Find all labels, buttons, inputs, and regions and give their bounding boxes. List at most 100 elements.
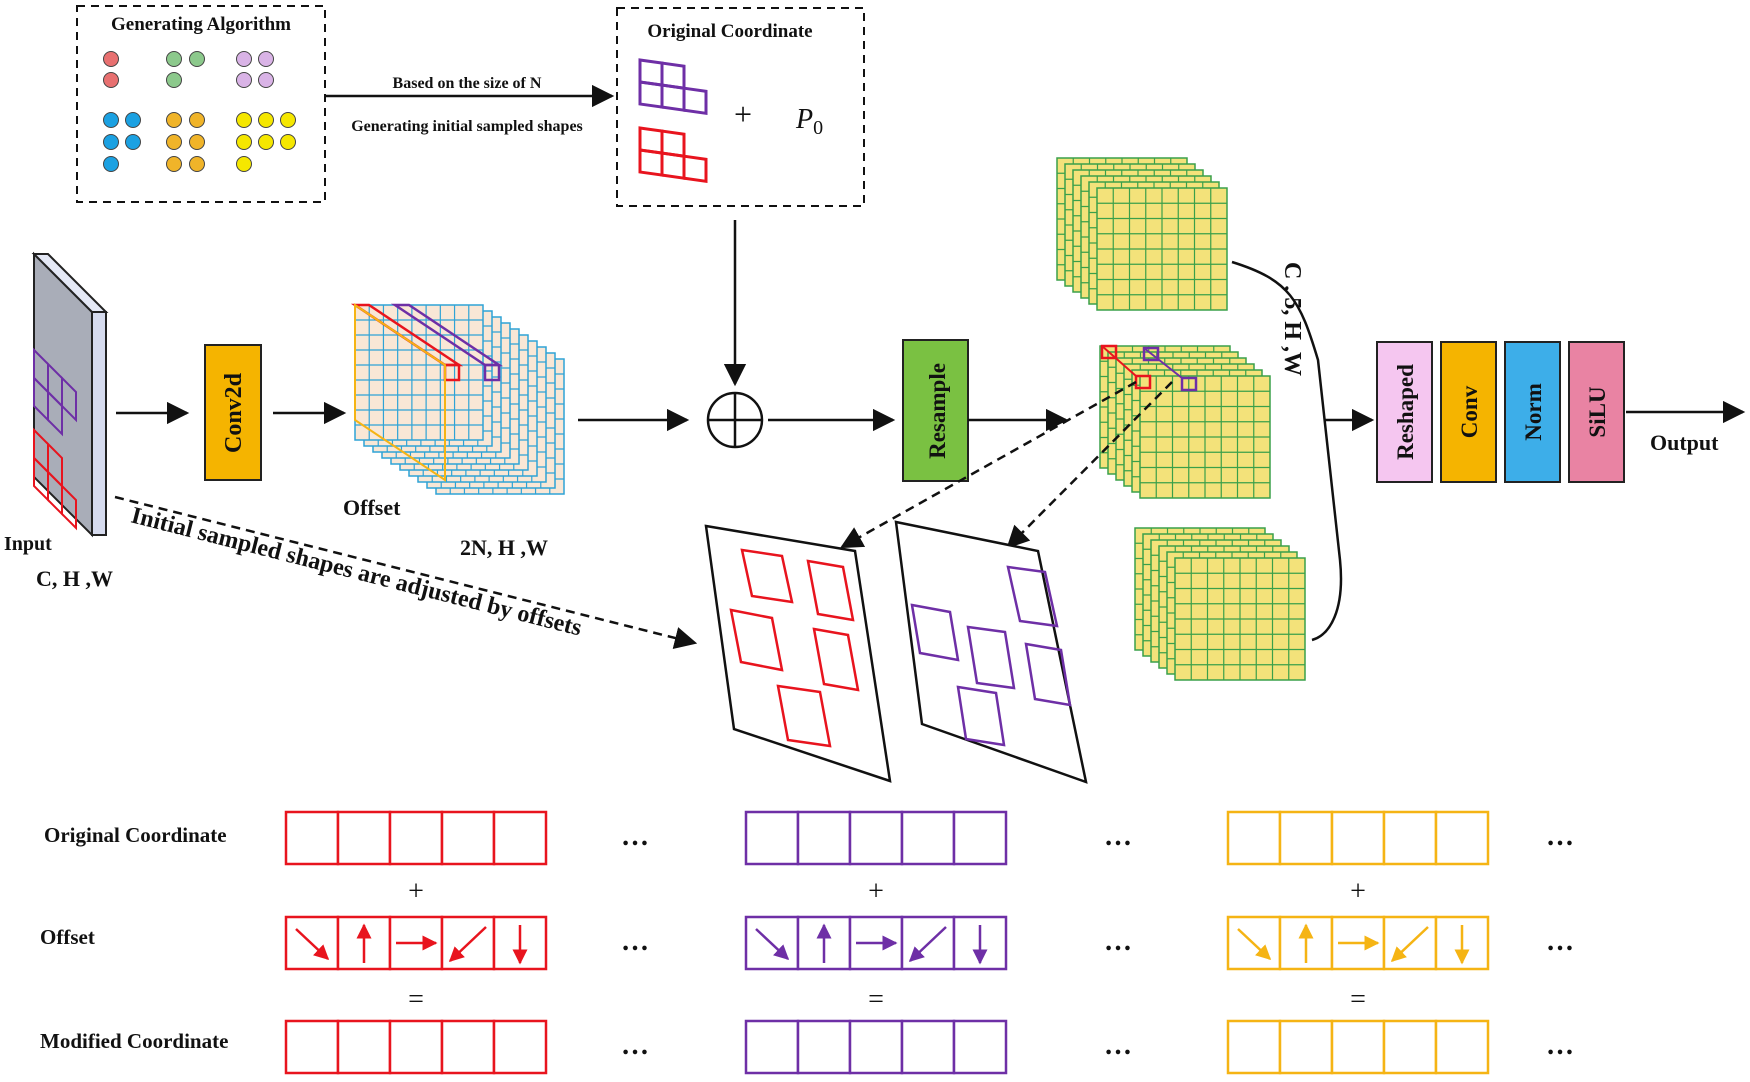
coordinate-cell bbox=[1330, 1019, 1386, 1075]
ellipsis: … bbox=[621, 821, 649, 852]
sample-dot bbox=[166, 134, 182, 150]
sample-dot bbox=[258, 134, 274, 150]
equals-sign: = bbox=[1350, 984, 1366, 1015]
plus-sign: + bbox=[868, 876, 884, 907]
arrow-caption-line2: Generating initial sampled shapes bbox=[351, 118, 583, 135]
norm-block: Norm bbox=[1504, 341, 1561, 483]
sample-dot bbox=[236, 134, 252, 150]
sample-dot bbox=[258, 72, 274, 88]
coordinate-cell bbox=[1226, 810, 1282, 866]
coordinate-cell bbox=[388, 1019, 444, 1075]
ellipsis: … bbox=[621, 1030, 649, 1061]
sample-dot bbox=[258, 51, 274, 67]
row-label-offset: Offset bbox=[40, 925, 95, 949]
conv2d-label: Conv2d bbox=[221, 372, 247, 453]
sample-dot bbox=[166, 112, 182, 128]
red-sample-panel bbox=[704, 524, 892, 783]
coordinate-cell bbox=[952, 810, 1008, 866]
coordinate-cell bbox=[284, 1019, 340, 1075]
offset-arrow bbox=[295, 928, 330, 961]
sample-dot bbox=[166, 156, 182, 172]
stack-bracket bbox=[1231, 260, 1343, 642]
ellipsis: … bbox=[1546, 926, 1574, 957]
sample-dot bbox=[236, 112, 252, 128]
offset-arrow bbox=[448, 926, 487, 963]
row-label-original: Original Coordinate bbox=[44, 823, 227, 847]
sample-dot bbox=[280, 134, 296, 150]
coordinate-cell bbox=[1226, 1019, 1282, 1075]
generating-algorithm-title: Generating Algorithm bbox=[111, 14, 291, 35]
sample-dot bbox=[236, 72, 252, 88]
offset-arrow bbox=[1237, 928, 1272, 961]
coordinate-cell bbox=[848, 1019, 904, 1075]
sample-dot bbox=[103, 72, 119, 88]
sample-dot bbox=[280, 112, 296, 128]
input-label: Input bbox=[4, 533, 52, 555]
output-pipeline: Reshaped Conv Norm SiLU bbox=[1376, 341, 1625, 483]
ellipsis: … bbox=[1546, 821, 1574, 852]
sample-dot bbox=[236, 156, 252, 172]
red-shape bbox=[638, 126, 708, 183]
sample-dot bbox=[103, 112, 119, 128]
resample-label: Resample bbox=[925, 363, 950, 459]
arrow-caption-line1: Based on the size of N bbox=[393, 75, 542, 92]
coordinate-cell bbox=[440, 1019, 496, 1075]
coordinate-cell bbox=[900, 810, 956, 866]
coordinate-cell bbox=[744, 915, 800, 971]
coordinate-cell bbox=[900, 1019, 956, 1075]
reshaped-label: Reshaped bbox=[1393, 364, 1418, 460]
ellipsis: … bbox=[1104, 821, 1132, 852]
p0-symbol: P0 bbox=[795, 104, 823, 139]
feature-stack-middle bbox=[1099, 344, 1271, 499]
feature-stack-top bbox=[1056, 157, 1228, 311]
input-block: Input C, H ,W bbox=[4, 251, 113, 591]
plus-sign: + bbox=[734, 96, 752, 132]
coordinate-cell bbox=[284, 810, 340, 866]
sample-dot bbox=[166, 72, 182, 88]
sample-dot bbox=[125, 112, 141, 128]
sample-dot bbox=[189, 156, 205, 172]
p0-subscript: 0 bbox=[813, 117, 823, 139]
sample-dot bbox=[189, 51, 205, 67]
dashed-arrow-red-panel bbox=[840, 380, 1137, 549]
stack-dims: C , 5, H ,W bbox=[1279, 262, 1305, 376]
plus-sign: + bbox=[1350, 876, 1366, 907]
equals-sign: = bbox=[408, 984, 424, 1015]
sample-dot bbox=[103, 51, 119, 67]
generating-algorithm-box: Generating Algorithm bbox=[76, 5, 326, 203]
coordinate-cell bbox=[796, 810, 852, 866]
norm-label: Norm bbox=[1521, 383, 1546, 440]
conv2d-block: Conv2d bbox=[204, 344, 262, 481]
coordinate-cell bbox=[744, 810, 800, 866]
coordinate-cell bbox=[440, 810, 496, 866]
sample-dot bbox=[189, 112, 205, 128]
original-coordinate-title: Original Coordinate bbox=[647, 21, 812, 42]
sample-pattern-dots bbox=[103, 51, 296, 172]
coordinate-cell bbox=[336, 810, 392, 866]
equals-sign: = bbox=[868, 984, 884, 1015]
purple-shape bbox=[638, 58, 708, 115]
coordinate-cell bbox=[492, 1019, 548, 1075]
sample-dot bbox=[258, 112, 274, 128]
coordinate-cell bbox=[848, 810, 904, 866]
offset-arrow bbox=[755, 928, 790, 961]
coordinate-cell bbox=[1382, 1019, 1438, 1075]
adjust-label: Initial sampled shapes are adjusted by o… bbox=[129, 503, 585, 642]
dashed-arrow-purple-panel bbox=[1006, 381, 1173, 549]
p0-letter: P bbox=[795, 104, 813, 135]
coordinate-rows: +=+=+=……………………… bbox=[284, 810, 1574, 1075]
coordinate-cell bbox=[336, 1019, 392, 1075]
offset-arrow bbox=[1390, 926, 1429, 963]
conv-label: Conv bbox=[1457, 385, 1482, 438]
coordinate-cell bbox=[1382, 810, 1438, 866]
purple-sample-panel bbox=[894, 520, 1088, 784]
coordinate-cell bbox=[1278, 810, 1334, 866]
feature-stack-bottom bbox=[1134, 527, 1306, 681]
plus-sign: + bbox=[408, 876, 424, 907]
sample-dot bbox=[189, 134, 205, 150]
ellipsis: … bbox=[621, 926, 649, 957]
silu-label: SiLU bbox=[1585, 386, 1610, 438]
coordinate-cell bbox=[952, 1019, 1008, 1075]
offset-label: Offset bbox=[343, 495, 401, 520]
